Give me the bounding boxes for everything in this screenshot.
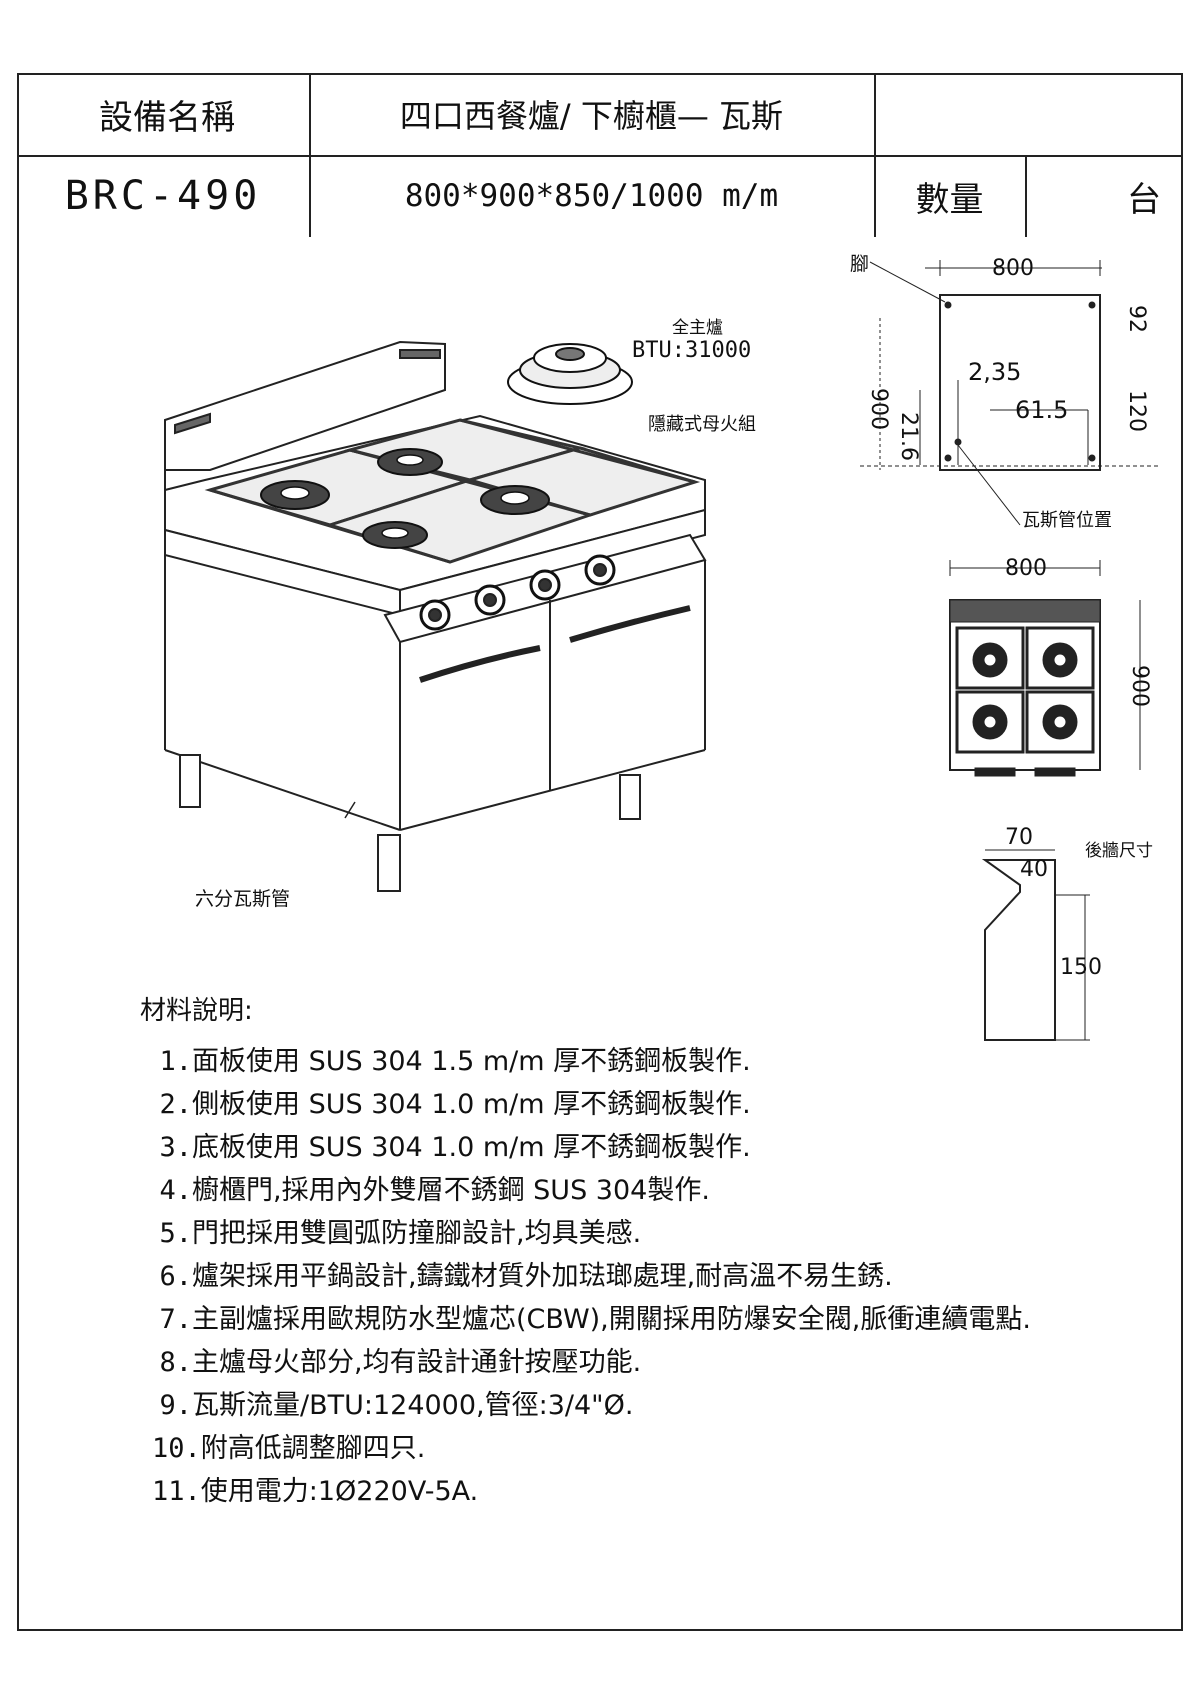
item-text: 面板使用 SUS 304 1.5 m/m 厚不銹鋼板製作. (192, 1046, 751, 1077)
item-number: 11. (152, 1476, 201, 1507)
item-text: 櫥櫃門,採用內外雙層不銹鋼 SUS 304製作. (192, 1175, 710, 1206)
burner-btu: BTU:31000 (632, 338, 752, 363)
top-depth-dim: 900 (1127, 665, 1152, 707)
list-item: 11.使用電力:1Ø220V-5A. (152, 1470, 1172, 1513)
item-number: 1. (159, 1046, 192, 1077)
item-number: 10. (152, 1433, 201, 1464)
item-text: 主爐母火部分,均有設計通針按壓功能. (192, 1347, 642, 1378)
backwall-diagram: 70 40 150 後牆尺寸 (981, 825, 1153, 1041)
list-item: 4.櫥櫃門,採用內外雙層不銹鋼 SUS 304製作. (152, 1169, 1172, 1212)
header-col-divider (874, 73, 876, 237)
top-view-diagram: 800 900 (949, 556, 1152, 777)
item-number: 5. (159, 1218, 192, 1249)
header-divider (17, 155, 1183, 157)
item-text: 底板使用 SUS 304 1.0 m/m 厚不銹鋼板製作. (192, 1132, 751, 1163)
item-text: 主副爐採用歐規防水型爐芯(CBW),開關採用防爆安全閥,脈衝連續電點. (192, 1304, 1031, 1335)
top-width-dim: 800 (1005, 556, 1047, 581)
burner-note: 隱藏式母火組 (648, 414, 756, 435)
item-text: 附高低調整腳四只. (200, 1433, 426, 1464)
list-item: 5.門把採用雙圓弧防撞腳設計,均具美感. (152, 1212, 1172, 1255)
item-text: 門把採用雙圓弧防撞腳設計,均具美感. (192, 1218, 642, 1249)
item-text: 瓦斯流量/BTU:124000,管徑:3/4"Ø. (192, 1390, 634, 1421)
item-number: 3. (159, 1132, 192, 1163)
quantity-label: 數量 (915, 179, 984, 220)
item-number: 9. (159, 1390, 192, 1421)
item-number: 2. (159, 1089, 192, 1120)
burner-illustration (507, 343, 633, 405)
materials-title: 材料說明: (140, 996, 253, 1026)
list-item: 9.瓦斯流量/BTU:124000,管徑:3/4"Ø. (152, 1384, 1172, 1427)
header-table: 設備名稱 四口西餐爐/ 下櫥櫃— 瓦斯 BRC-490 800*900*850/… (17, 73, 1183, 237)
header-col-divider (1025, 155, 1027, 237)
dimensions-value: 800*900*850/1000 m/m (404, 178, 779, 214)
equipment-name-value: 四口西餐爐/ 下櫥櫃— 瓦斯 (399, 97, 784, 135)
header-col-divider (309, 73, 311, 237)
list-item: 7.主副爐採用歐規防水型爐芯(CBW),開關採用防爆安全閥,脈衝連續電點. (152, 1298, 1172, 1341)
equipment-name-label: 設備名稱 (99, 97, 235, 138)
plan-dim-92: 92 (1124, 305, 1149, 333)
drawing-frame (17, 73, 1183, 1631)
plan-gas-position-label: 瓦斯管位置 (1022, 510, 1112, 531)
unit-value: 台 (1127, 179, 1161, 220)
list-item: 6.爐架採用平鍋設計,鑄鐵材質外加琺瑯處理,耐高溫不易生銹. (152, 1255, 1172, 1298)
list-item: 3.底板使用 SUS 304 1.0 m/m 厚不銹鋼板製作. (152, 1126, 1172, 1169)
item-number: 7. (159, 1304, 192, 1335)
plan-view-diagram: 腳 800 900 21.6 2,35 61.5 92 120 瓦斯管位置 (850, 253, 1160, 531)
list-item: 8.主爐母火部分,均有設計通針按壓功能. (152, 1341, 1172, 1384)
plan-dim-216: 21.6 (896, 412, 921, 461)
item-number: 4. (159, 1175, 192, 1206)
item-number: 6. (159, 1261, 192, 1292)
plan-dim-120: 120 (1124, 390, 1149, 432)
backwall-title: 後牆尺寸 (1085, 841, 1153, 861)
gas-pipe-label: 六分瓦斯管 (195, 888, 291, 910)
burner-title: 全主爐 (672, 318, 723, 338)
materials-list: 1.面板使用 SUS 304 1.5 m/m 厚不銹鋼板製作. 2.側板使用 S… (152, 1040, 1172, 1513)
backwall-dim-40: 40 (1020, 857, 1048, 882)
item-text: 爐架採用平鍋設計,鑄鐵材質外加琺瑯處理,耐高溫不易生銹. (192, 1261, 893, 1292)
plan-width-dim: 800 (992, 256, 1034, 281)
backwall-dim-70: 70 (1005, 825, 1033, 850)
plan-dim-235: 2,35 (968, 358, 1021, 386)
list-item: 10.附高低調整腳四只. (152, 1427, 1172, 1470)
plan-dim-615: 61.5 (1015, 396, 1068, 424)
item-number: 8. (159, 1347, 192, 1378)
list-item: 1.面板使用 SUS 304 1.5 m/m 厚不銹鋼板製作. (152, 1040, 1172, 1083)
item-text: 側板使用 SUS 304 1.0 m/m 厚不銹鋼板製作. (192, 1089, 751, 1120)
backwall-dim-150: 150 (1060, 955, 1102, 980)
item-text: 使用電力:1Ø220V-5A. (200, 1476, 479, 1507)
list-item: 2.側板使用 SUS 304 1.0 m/m 厚不銹鋼板製作. (152, 1083, 1172, 1126)
model-number: BRC-490 (64, 173, 262, 219)
plan-depth-dim: 900 (866, 388, 891, 430)
range-perspective-drawing (164, 340, 707, 892)
plan-foot-label: 腳 (850, 253, 869, 275)
